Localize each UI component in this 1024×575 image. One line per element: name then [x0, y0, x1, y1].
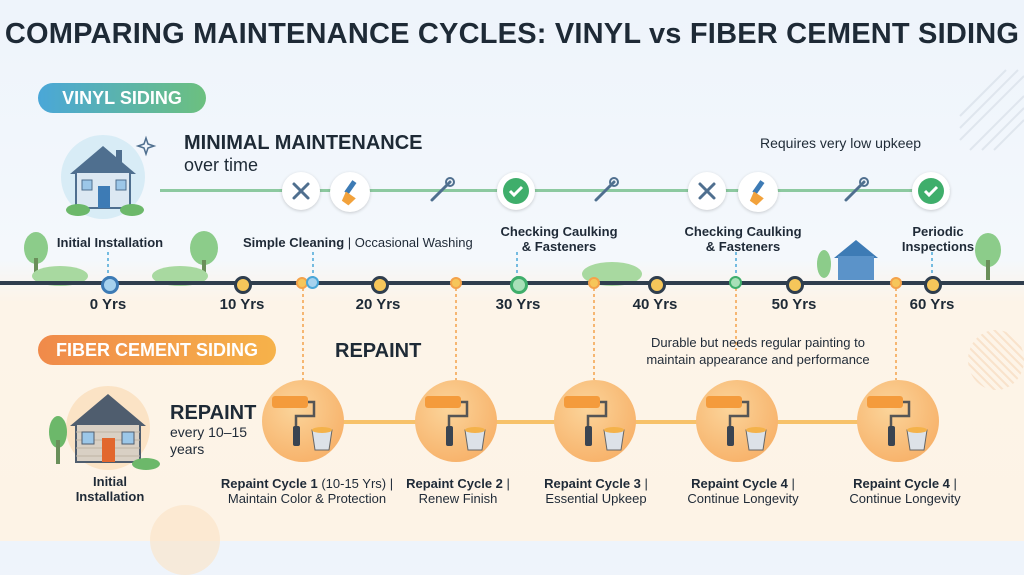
fiber-left-heading: REPAINT	[170, 402, 257, 424]
connector-lines	[107, 252, 933, 380]
repaint-cycle-3-icon	[554, 380, 636, 462]
check-icon	[497, 172, 535, 210]
timeline-dot	[786, 276, 804, 294]
cycle-3-rest: |	[640, 476, 648, 491]
year-label: 50 Yrs	[771, 296, 817, 313]
cycle-2-rest: |	[502, 476, 510, 491]
repaint-cycle-2-label: Repaint Cycle 2 | Renew Finish	[398, 476, 518, 506]
brush-icon	[330, 172, 370, 212]
fiber-left-sub1: every 10–15	[170, 424, 248, 440]
cycle-5-bold: Repaint Cycle 4	[853, 476, 950, 491]
cycle-3-bold: Repaint Cycle 3	[544, 476, 641, 491]
cycle-3-line2: Essential Upkeep	[545, 491, 647, 506]
decorative-circle	[968, 330, 1024, 390]
timeline-dot	[101, 276, 119, 294]
fiber-left-sub: every 10–15 years	[170, 424, 247, 458]
fiber-house-icon	[49, 386, 160, 470]
fiber-note: Durable but needs regular painting to ma…	[618, 334, 898, 368]
year-label: 10 Yrs	[219, 296, 265, 313]
fiber-cement-siding-pill: FIBER CEMENT SIDING	[38, 335, 276, 365]
fiber-repaint-heading: REPAINT	[335, 340, 422, 362]
vinyl-label-1-rest: | Occasional Washing	[344, 235, 473, 250]
vinyl-maintenance-line	[160, 189, 950, 192]
vinyl-label-4-line2: Inspections	[901, 239, 975, 254]
timeline-dot	[890, 277, 902, 289]
wrench-icon	[282, 172, 320, 210]
vinyl-label-3-line1: Checking Caulking	[684, 224, 802, 239]
paint-roller-icon	[425, 396, 486, 451]
year-label: 0 Yrs	[89, 296, 127, 313]
vinyl-label-2-line2: & Fasteners	[521, 239, 597, 254]
repaint-cycle-1-icon	[262, 380, 344, 462]
vinyl-label-4-line1: Periodic	[912, 224, 964, 239]
vinyl-heading: MINIMAL MAINTENANCE	[184, 132, 423, 154]
cycle-1-line2: Maintain Color & Protection	[227, 491, 387, 506]
repaint-cycle-5-label: Repaint Cycle 4 | Continue Longevity	[840, 476, 970, 506]
cycle-2-line2: Renew Finish	[418, 491, 498, 506]
timeline-dot	[729, 276, 742, 289]
check-icon	[912, 172, 950, 210]
cycle-2-bold: Repaint Cycle 2	[406, 476, 503, 491]
timeline-dot	[510, 276, 528, 294]
paint-roller-icon	[272, 396, 333, 451]
cycle-4-rest: |	[787, 476, 795, 491]
timeline-dot	[234, 276, 252, 294]
wrench-icon	[426, 176, 456, 206]
wrench-icon	[688, 172, 726, 210]
repaint-cycle-2-icon	[415, 380, 497, 462]
fiber-left-sub2: years	[170, 441, 205, 457]
cycle-4-bold: Repaint Cycle 4	[691, 476, 788, 491]
vinyl-label-2-line1: Checking Caulking	[500, 224, 618, 239]
vinyl-label-1-bold: Simple Cleaning	[243, 235, 345, 250]
year-label: 60 Yrs	[909, 296, 955, 313]
decorative-stripes	[959, 69, 1024, 151]
fiber-initial-label: Initial Installation	[55, 474, 165, 504]
timeline-dot	[648, 276, 666, 294]
repaint-cycle-4-label: Repaint Cycle 4 | Continue Longevity	[678, 476, 808, 506]
paint-roller-icon	[867, 396, 928, 451]
wrench-icon	[840, 176, 870, 206]
year-label: 20 Yrs	[355, 296, 401, 313]
cycle-1-rest: (10-15 Yrs) |	[317, 476, 394, 491]
timeline-dot	[924, 276, 942, 294]
cycle-1-bold: Repaint Cycle 1	[220, 476, 318, 491]
year-label: 30 Yrs	[495, 296, 541, 313]
vinyl-note: Requires very low upkeep	[760, 135, 922, 151]
fiber-initial-line2: Installation	[75, 489, 145, 504]
cycle-5-rest: |	[949, 476, 957, 491]
fiber-initial-line1: Initial	[93, 474, 127, 489]
wrench-icon	[590, 176, 620, 206]
paint-roller-icon	[706, 396, 767, 451]
timeline-dot	[371, 276, 389, 294]
repaint-cycle-1-label: Repaint Cycle 1 (10-15 Yrs) | Maintain C…	[212, 476, 402, 506]
page-title: COMPARING MAINTENANCE CYCLES: VINYL vs F…	[4, 18, 1020, 50]
timeline-dot	[588, 277, 600, 289]
cycle-4-line2: Continue Longevity	[687, 491, 799, 506]
repaint-cycle-5-icon	[857, 380, 939, 462]
fiber-note-line2: maintain appearance and performance	[646, 352, 870, 367]
vinyl-label-3-line2: & Fasteners	[705, 239, 781, 254]
brush-icon	[738, 172, 778, 212]
vinyl-subheading: over time	[184, 155, 259, 175]
timeline-dot	[450, 277, 462, 289]
cycle-5-line2: Continue Longevity	[849, 491, 961, 506]
vinyl-house-icon	[61, 135, 157, 219]
vinyl-siding-pill: VINYL SIDING	[38, 83, 206, 113]
vinyl-label-3: Checking Caulking & Fasteners	[668, 224, 818, 254]
repaint-cycle-4-icon	[696, 380, 778, 462]
vinyl-initial-label: Initial Installation	[56, 235, 164, 250]
year-label: 40 Yrs	[632, 296, 678, 313]
vinyl-label-1: Simple Cleaning | Occasional Washing	[243, 235, 483, 250]
fiber-note-line1: Durable but needs regular painting to	[651, 335, 865, 350]
vinyl-label-2: Checking Caulking & Fasteners	[484, 224, 634, 254]
vinyl-label-4: Periodic Inspections	[888, 224, 988, 254]
decorative-circle	[150, 505, 220, 575]
timeline-dot	[306, 276, 319, 289]
paint-roller-icon	[564, 396, 625, 451]
repaint-cycle-3-label: Repaint Cycle 3 | Essential Upkeep	[536, 476, 656, 506]
